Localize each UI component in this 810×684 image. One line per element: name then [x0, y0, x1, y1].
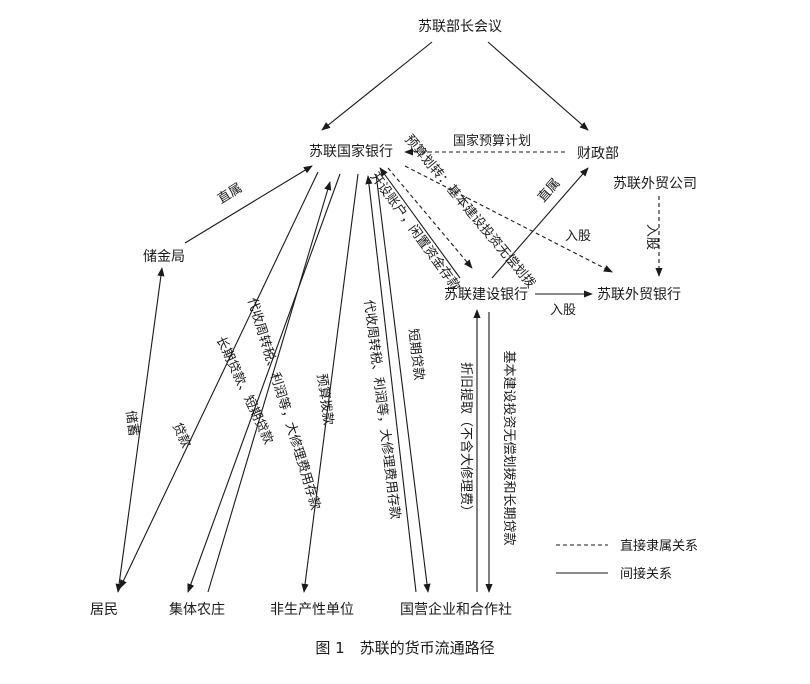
edge-state-bank-to-enterprise	[375, 173, 431, 593]
edge-savings-residents	[115, 267, 165, 593]
edge-state-bank-to-foreign-bank	[404, 165, 613, 273]
label-short-loan: 短期贷款	[405, 328, 426, 381]
label-direct-savings: 直属	[215, 181, 245, 208]
figure-caption: 图 1 苏联的货币流通路径	[315, 639, 494, 657]
edge-labels: 国家预算计划 直属 直属 预算划转：基本建设投资无偿划拨 开设账户，闲置资金存款…	[122, 132, 659, 546]
edge-state-bank-to-residents-loan	[119, 171, 319, 589]
node-savings: 储金局	[143, 249, 185, 265]
nodes: 苏联部长会议 苏联国家银行 财政部 苏联外贸公司 储金局 苏联建设银行 苏联外贸…	[90, 19, 697, 618]
node-ministers: 苏联部长会议	[418, 19, 502, 35]
label-state-budget-plan: 国家预算计划	[453, 133, 531, 149]
node-construction-bank: 苏联建设银行	[444, 287, 528, 303]
label-invest-loan: 基本建设投资无偿划拨和长期贷款	[501, 350, 517, 545]
edge-state-bank-to-nonproductive	[301, 173, 359, 593]
node-state-enterprise: 国营企业和合作社	[400, 601, 512, 618]
node-foreign-co: 苏联外贸公司	[613, 176, 697, 192]
node-state-bank: 苏联国家银行	[309, 143, 393, 160]
node-nonproductive: 非生产性单位	[270, 602, 354, 618]
node-collective-farm: 集体农庄	[169, 601, 225, 618]
label-budget-transfer: 预算划转：基本建设投资无偿划拨	[401, 132, 539, 292]
legend-indirect-label: 间接关系	[620, 566, 672, 582]
label-share-foreign-co: 入股	[644, 224, 659, 250]
label-share-state-bank: 入股	[565, 229, 591, 244]
label-share-construction: 入股	[550, 303, 576, 318]
label-collect-enterprise: 代收周转税、利润等，大修理费用存款	[361, 299, 404, 520]
label-depreciation: 折旧提取（不含大修理费）	[458, 362, 474, 518]
edge-state-bank-to-collective-farm	[187, 173, 341, 593]
label-savings-deposit: 储蓄	[122, 410, 140, 438]
legend: 直接隶属关系 间接关系	[556, 538, 698, 582]
edge-collective-farm-to-state-bank	[207, 181, 332, 593]
edge-construction-bank-to-finance	[491, 167, 589, 279]
edges	[115, 41, 663, 593]
edge-ministers-to-finance	[487, 41, 589, 131]
edge-ministers-to-state-bank	[321, 41, 433, 131]
legend-direct-label: 直接隶属关系	[620, 538, 698, 554]
node-finance: 财政部	[577, 146, 619, 162]
label-loan: 贷款	[169, 421, 194, 451]
edge-state-bank-to-construction-bank	[387, 167, 473, 269]
node-residents: 居民	[90, 602, 118, 618]
edge-enterprise-to-state-bank	[365, 175, 417, 593]
edge-savings-to-state-bank	[184, 165, 313, 244]
label-budget-alloc: 预算拨款	[313, 373, 335, 427]
edge-construction-bank-to-state-bank	[379, 167, 461, 279]
node-foreign-bank: 苏联外贸银行	[597, 287, 681, 303]
